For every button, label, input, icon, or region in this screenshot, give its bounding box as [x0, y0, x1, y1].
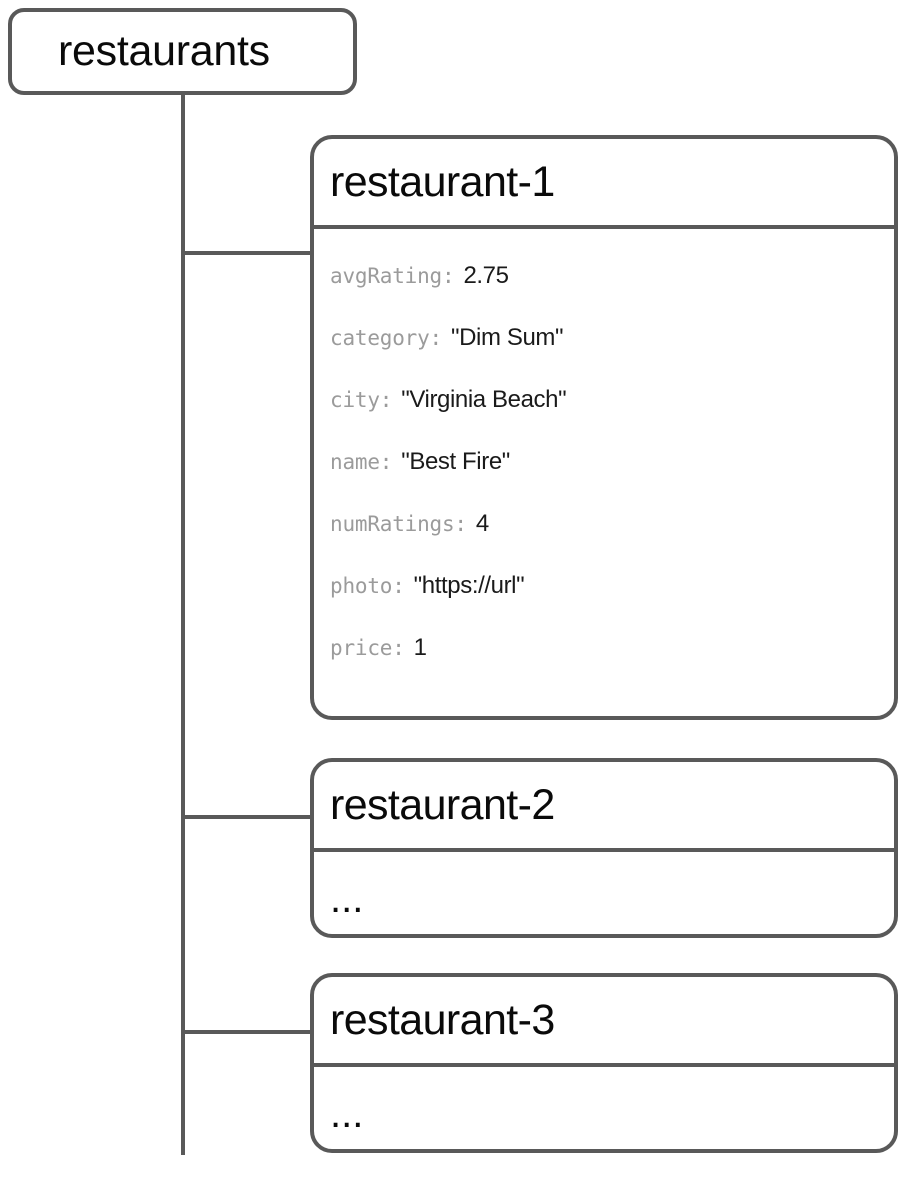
connector-branch-restaurant-1 — [181, 251, 311, 255]
document-card-restaurant-2[interactable]: restaurant-2 ... — [310, 758, 898, 938]
field-key: avgRating: — [330, 264, 455, 288]
document-card-restaurant-1[interactable]: restaurant-1 avgRating: 2.75 category: "… — [310, 135, 898, 720]
field-value: "Virginia Beach" — [401, 386, 567, 413]
document-card-title: restaurant-2 — [330, 780, 555, 829]
field-key: category: — [330, 326, 442, 350]
document-field-list: ... — [314, 1067, 894, 1149]
document-card-header: restaurant-2 — [314, 762, 894, 852]
field-row-photo: photo: "https://url" — [330, 555, 894, 617]
collapsed-fields-ellipsis: ... — [330, 877, 364, 921]
field-row-city: city: "Virginia Beach" — [330, 369, 894, 431]
document-field-list: avgRating: 2.75 category: "Dim Sum" city… — [314, 229, 894, 679]
collection-node-restaurants[interactable]: restaurants — [8, 8, 357, 95]
document-card-restaurant-3[interactable]: restaurant-3 ... — [310, 973, 898, 1153]
collapsed-fields-ellipsis: ... — [330, 1092, 364, 1136]
field-row-price: price: 1 — [330, 617, 894, 679]
field-value: 2.75 — [463, 262, 509, 289]
field-key: price: — [330, 636, 405, 660]
field-row-category: category: "Dim Sum" — [330, 307, 894, 369]
document-card-header: restaurant-1 — [314, 139, 894, 229]
connector-branch-restaurant-3 — [181, 1030, 311, 1034]
field-row-name: name: "Best Fire" — [330, 431, 894, 493]
field-key: photo: — [330, 574, 405, 598]
field-value: "Dim Sum" — [451, 324, 564, 351]
field-value: 1 — [413, 634, 427, 661]
document-card-title: restaurant-1 — [330, 157, 555, 206]
field-key: numRatings: — [330, 512, 467, 536]
field-row-numRatings: numRatings: 4 — [330, 493, 894, 555]
connector-trunk-line — [181, 95, 185, 1155]
document-field-list: ... — [314, 852, 894, 934]
field-key: name: — [330, 450, 393, 474]
document-card-header: restaurant-3 — [314, 977, 894, 1067]
connector-branch-restaurant-2 — [181, 815, 311, 819]
field-key: city: — [330, 388, 393, 412]
collection-node-label: restaurants — [58, 27, 270, 75]
field-value: "Best Fire" — [401, 448, 510, 475]
field-row-avgRating: avgRating: 2.75 — [330, 245, 894, 307]
document-card-title: restaurant-3 — [330, 995, 555, 1044]
field-value: "https://url" — [413, 572, 525, 599]
field-value: 4 — [475, 510, 489, 537]
